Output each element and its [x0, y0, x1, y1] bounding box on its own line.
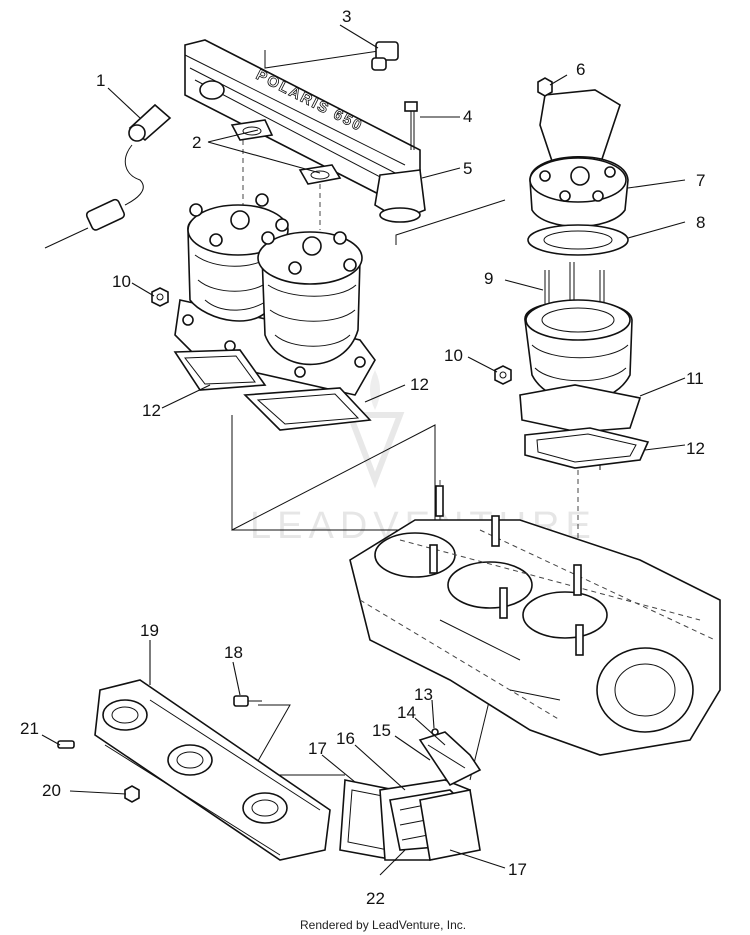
callout-16: 16: [336, 729, 355, 748]
intake-manifold: [94, 679, 331, 861]
callout-21: 21: [20, 719, 39, 738]
callout-18: 18: [224, 643, 243, 662]
callout-2: 2: [192, 133, 201, 152]
callout-11: 11: [686, 369, 704, 388]
callout-7: 7: [696, 171, 705, 190]
callout-10a: 10: [112, 272, 131, 291]
callout-6: 6: [576, 60, 585, 79]
callout-10b: 10: [444, 346, 463, 365]
callout-17a: 17: [308, 739, 327, 758]
leader-lines: [41, 24, 686, 876]
callout-4: 4: [463, 107, 472, 126]
temperature-sensor: [44, 103, 172, 249]
base-gaskets-left: [173, 349, 372, 431]
callout-9: 9: [484, 269, 493, 288]
callout-12b: 12: [410, 375, 429, 394]
callout-5: 5: [463, 159, 472, 178]
twin-cylinder-left: [174, 193, 376, 396]
callout-13: 13: [414, 685, 433, 704]
callout-17b: 17: [508, 860, 527, 879]
manifold-bolt: [404, 101, 418, 150]
crankcase: [349, 485, 721, 756]
callouts: 1 2 3 4 5 6 7 8 9 10 10 11 12 12 12 13 1…: [20, 7, 705, 908]
callout-8: 8: [696, 213, 705, 232]
callout-15: 15: [372, 721, 391, 740]
cylinder-right: [519, 77, 650, 469]
exhaust-manifold: POLARIS 650: [184, 39, 426, 223]
callout-14: 14: [397, 703, 416, 722]
callout-12a: 12: [142, 401, 161, 420]
reed-valve-assembly: [339, 728, 482, 861]
callout-1: 1: [96, 71, 105, 90]
cylinder-nuts: [151, 287, 512, 385]
callout-19: 19: [140, 621, 159, 640]
callout-3: 3: [342, 7, 351, 26]
exhaust-plug: [371, 41, 399, 71]
callout-20: 20: [42, 781, 61, 800]
callout-22: 22: [366, 889, 385, 908]
callout-12c: 12: [686, 439, 705, 458]
footer-credit: Rendered by LeadVenture, Inc.: [300, 918, 466, 932]
